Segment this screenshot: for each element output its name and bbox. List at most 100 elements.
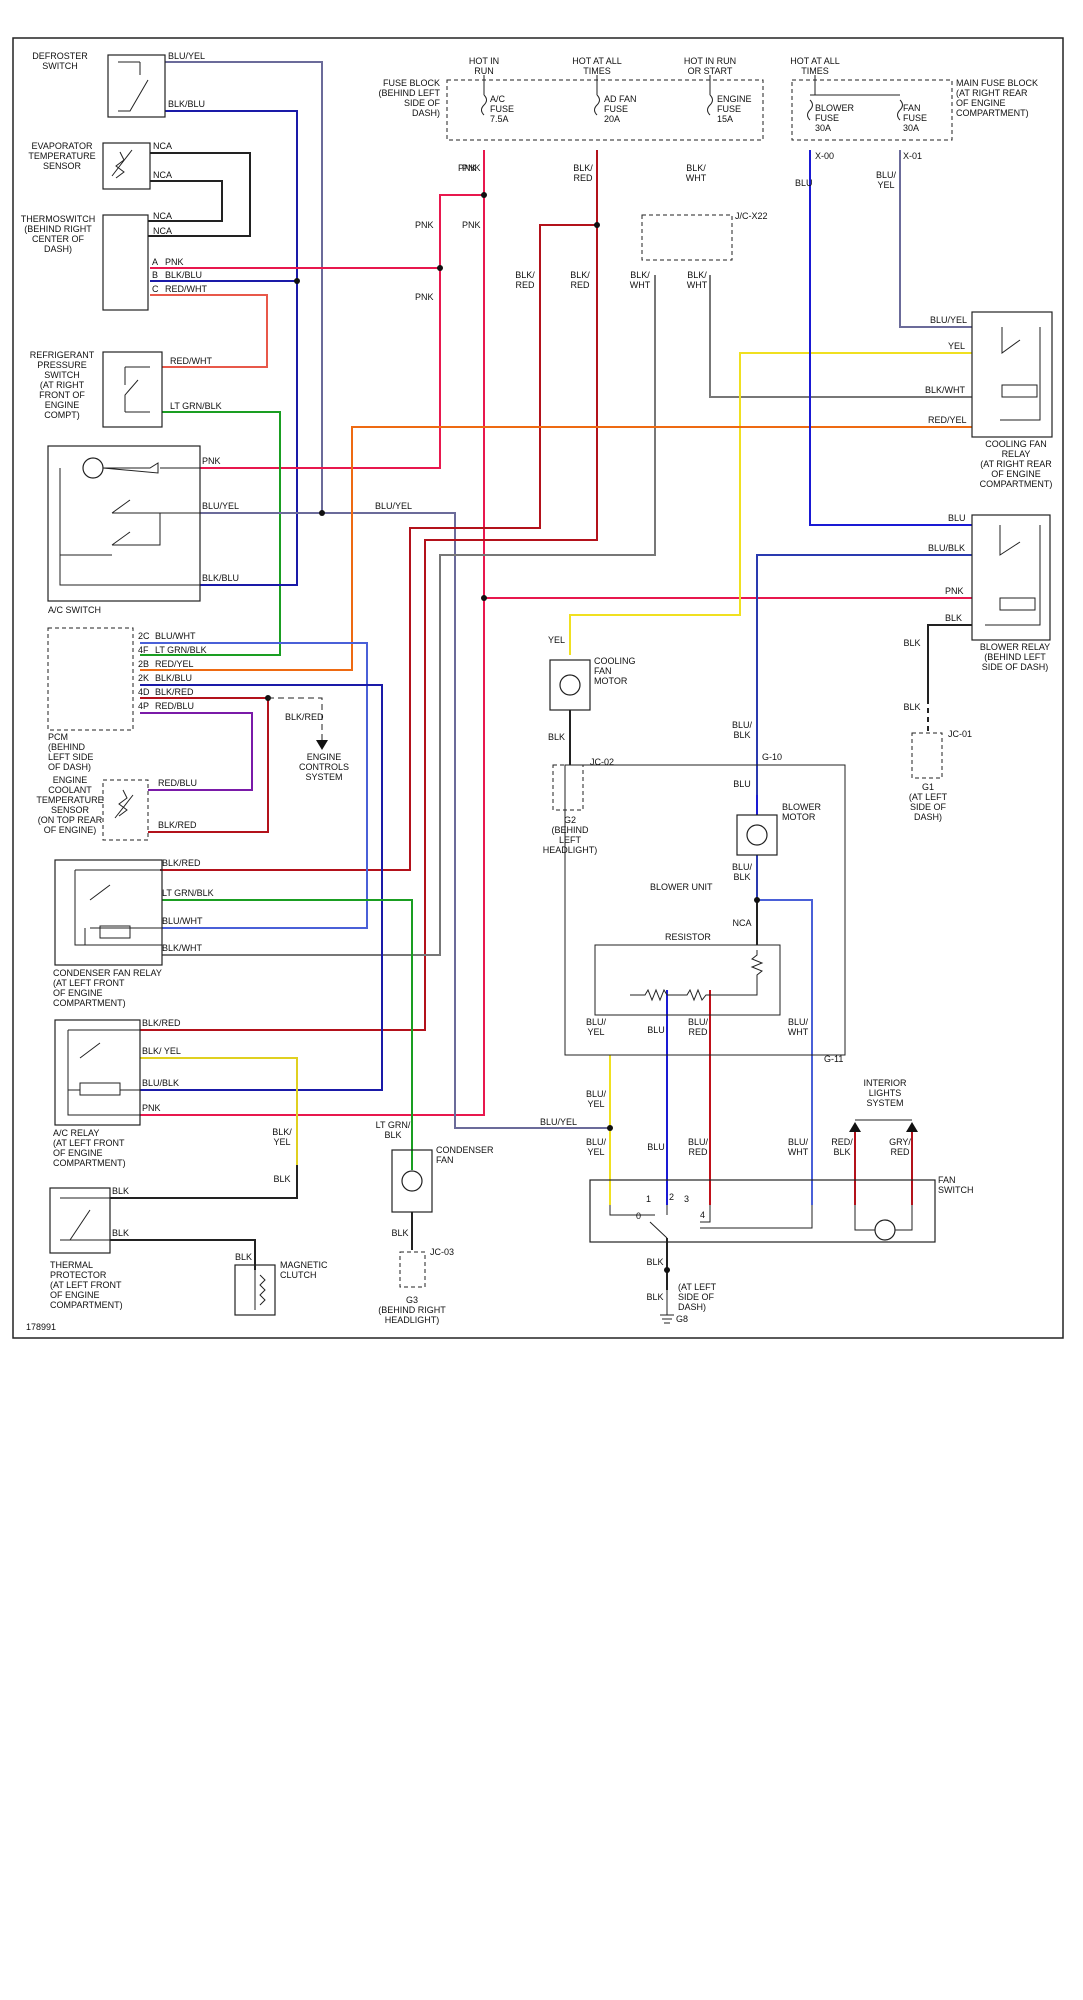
- wl-pnk-acsw: PNK: [202, 456, 221, 466]
- arrow-up: [906, 1122, 918, 1132]
- wl-nca-1: NCA: [153, 141, 172, 151]
- wl-blu-bm: BLU: [733, 779, 751, 789]
- text-line: HOT IN: [469, 56, 499, 66]
- defroster-switch-contacts: [118, 61, 149, 112]
- text-line: THERMOSWITCH: [21, 214, 96, 224]
- text-line: SIDE OF: [910, 802, 947, 812]
- wire-blk-red-adfan-b: [140, 225, 598, 1031]
- label-jcx22: J/C-X22: [735, 211, 768, 221]
- text-line: CONTROLS: [299, 762, 349, 772]
- thermal-protector-box: [49, 1187, 111, 1254]
- text-line: SENSOR: [43, 161, 82, 171]
- wl-pnk-d: PNK: [415, 292, 434, 302]
- text-line: RED: [570, 280, 590, 290]
- blower-relay-internal: [985, 525, 1041, 626]
- fuse-block-box: [446, 79, 764, 141]
- text-line: BLU/: [586, 1017, 607, 1027]
- text-line: (BEHIND: [551, 825, 589, 835]
- wl-blk-blu-thermo: BLK/BLU: [165, 270, 202, 280]
- pin-pcm-4p: 4P: [138, 701, 149, 711]
- text-line: (AT LEFT: [909, 792, 948, 802]
- text-line: (AT LEFT FRONT: [53, 1138, 125, 1148]
- wl-br-pnk: PNK: [945, 586, 964, 596]
- wl-blk-red-adfan: BLK/RED: [573, 163, 593, 183]
- ground-g8: [660, 1290, 674, 1324]
- text-line: WHT: [788, 1147, 809, 1157]
- text-line: X-00: [815, 151, 834, 161]
- wire-blu-wht-motor: [757, 899, 813, 1205]
- text-line: FUSE: [815, 113, 839, 123]
- text-line: SIDE OF: [678, 1292, 715, 1302]
- text-line: SWITCH: [42, 61, 78, 71]
- text-line: PCM: [48, 732, 68, 742]
- text-line: (ON TOP REAR: [38, 815, 103, 825]
- text-line: HOT IN RUN: [684, 56, 736, 66]
- text-line: SYSTEM: [305, 772, 342, 782]
- text-line: COMPARTMENT): [956, 108, 1029, 118]
- junction-dot: [594, 222, 600, 228]
- thermoswitch-box: [102, 214, 149, 311]
- pin-fs-4: 4: [700, 1210, 705, 1220]
- text-line: HOT AT ALL: [790, 56, 840, 66]
- text-line: FAN: [594, 666, 612, 676]
- text-line: SIDE OF: [404, 98, 441, 108]
- text-line: PRESSURE: [37, 360, 87, 370]
- text-line: A/C RELAY: [53, 1128, 99, 1138]
- wire-yel-coolfan: [569, 352, 972, 655]
- wl-blu-yel-1: BLU/YEL: [168, 51, 205, 61]
- wl-blk-blu-1: BLK/BLU: [168, 99, 205, 109]
- text-line: TIMES: [801, 66, 829, 76]
- wl-lt-grn-blk-ref: LT GRN/BLK: [170, 401, 222, 411]
- coolant-thermistor: [114, 789, 134, 819]
- text-line: TEMPERATURE: [28, 151, 95, 161]
- pin-pcm-2c: 2C: [138, 631, 150, 641]
- text-line: ENGINE: [717, 94, 752, 104]
- text-line: RED: [515, 280, 535, 290]
- text-line: BLK: [733, 730, 750, 740]
- wl-acrelay-blu-blk: BLU/BLK: [142, 1078, 179, 1088]
- wl-br-blu-blk: BLU/BLK: [928, 543, 965, 553]
- wl-thermal-blk-2: BLK: [112, 1228, 129, 1238]
- blower-motor-box: [736, 814, 778, 856]
- text-line: MAIN FUSE BLOCK: [956, 78, 1038, 88]
- wl-red-wht-ref: RED/WHT: [170, 356, 212, 366]
- wl-pcm-red-yel: RED/YEL: [155, 659, 194, 669]
- text-line: TIMES: [583, 66, 611, 76]
- label-x01: X-01: [903, 151, 922, 161]
- text-line: OF DASH): [48, 762, 91, 772]
- wl-blk-red-b: BLK/RED: [570, 270, 590, 290]
- text-line: BLU/: [788, 1137, 809, 1147]
- wl-sw-blu-red: BLU/RED: [688, 1137, 709, 1157]
- pin-fs-0: 0: [636, 1211, 641, 1221]
- text-line: BLU/: [586, 1089, 607, 1099]
- text-line: 20A: [604, 114, 620, 124]
- text-line: (AT LEFT FRONT: [53, 978, 125, 988]
- text-line: 30A: [815, 123, 831, 133]
- text-line: G2: [564, 815, 576, 825]
- text-line: BLOWER UNIT: [650, 882, 713, 892]
- wire-nca-2: [148, 180, 223, 222]
- text-line: COMPT): [44, 410, 80, 420]
- junction-dot: [607, 1125, 613, 1131]
- text-line: X-01: [903, 151, 922, 161]
- text-line: (BEHIND: [48, 742, 86, 752]
- text-line: G-10: [762, 752, 782, 762]
- text-line: HEADLIGHT): [543, 845, 598, 855]
- text-line: G-11: [824, 1054, 843, 1064]
- pcm-box: [47, 627, 134, 731]
- wire-blk-thermal: [110, 1165, 298, 1199]
- label-x00: X-00: [815, 151, 834, 161]
- wl-res-blu-yel: BLU/YEL: [586, 1017, 607, 1037]
- wl-condfan-ltgrn: LT GRN/BLK: [376, 1120, 411, 1140]
